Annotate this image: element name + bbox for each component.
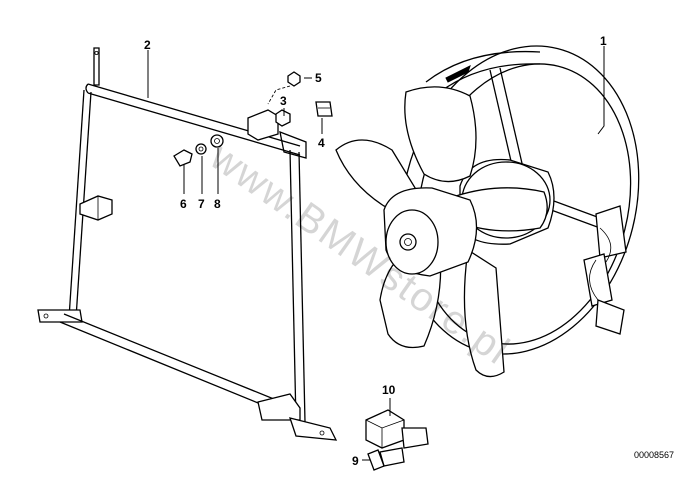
callout-2: 2 <box>144 38 151 52</box>
frame-bracket <box>37 47 338 441</box>
resistor-connector <box>365 409 429 471</box>
callout-10: 10 <box>382 383 396 397</box>
callout-5: 5 <box>315 71 322 85</box>
callout-1: 1 <box>600 34 607 48</box>
hardware-small-parts <box>173 71 333 167</box>
callout-9: 9 <box>352 454 359 468</box>
callout-4: 4 <box>318 136 325 150</box>
callout-6: 6 <box>180 197 187 211</box>
drawing-number: 00008567 <box>633 450 674 460</box>
fan-assembly <box>335 45 640 378</box>
callout-7: 7 <box>198 197 205 211</box>
callout-3: 3 <box>280 94 287 108</box>
callout-8: 8 <box>214 197 221 211</box>
leader-lines <box>147 46 605 461</box>
